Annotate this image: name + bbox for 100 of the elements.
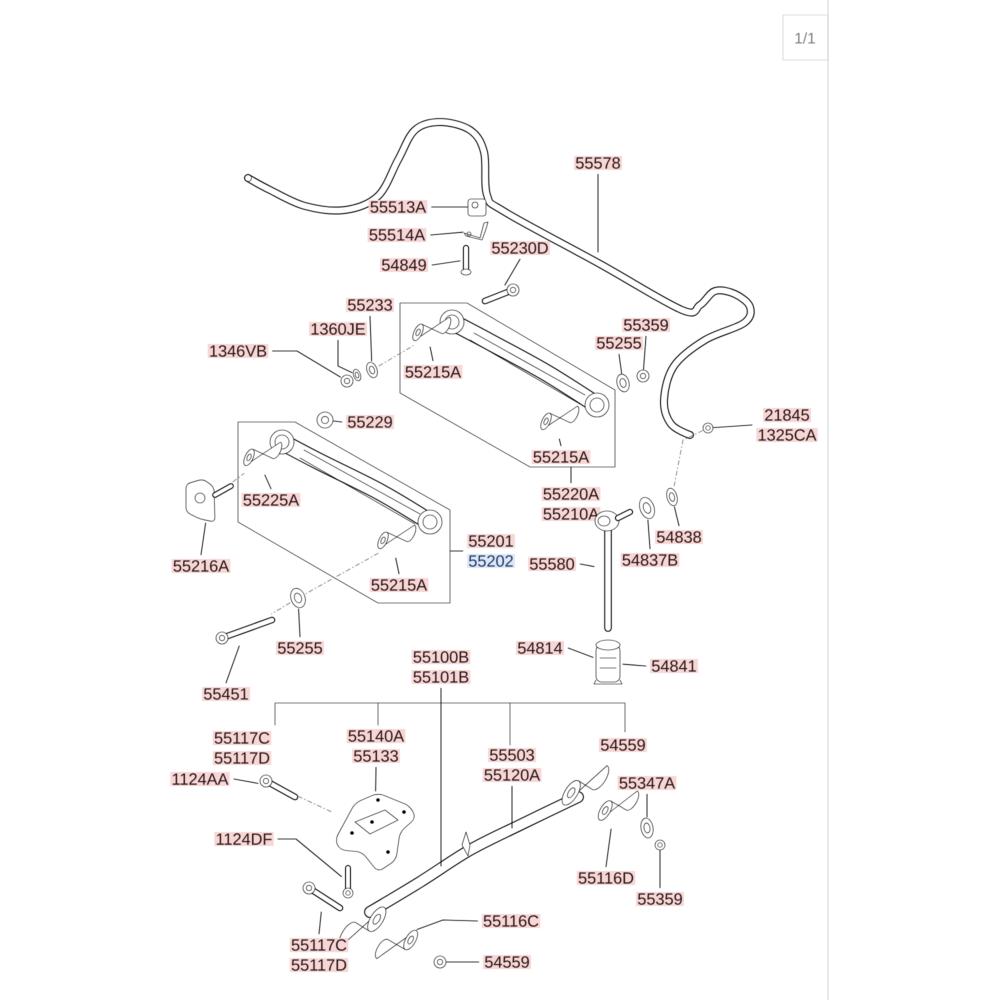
leader-line	[568, 648, 594, 658]
leader-line	[504, 258, 520, 286]
part-number: 55359	[622, 318, 670, 332]
leader-line	[277, 838, 342, 878]
part-number: 54837B	[620, 552, 680, 568]
leader-line	[298, 608, 300, 638]
nut-drawing	[636, 370, 650, 382]
part-number: 55503 55120A	[482, 748, 542, 782]
leader-line	[200, 522, 206, 556]
leader-line	[580, 564, 594, 567]
nut-drawing	[702, 422, 714, 434]
part-number: 55215A	[370, 578, 428, 592]
bushing-drawing	[243, 442, 282, 466]
part-number: 55117C 55117D	[212, 731, 272, 766]
center-line	[271, 602, 290, 614]
leader-line	[606, 828, 612, 868]
bushing-drawing	[540, 406, 580, 430]
nut-drawing	[654, 840, 666, 850]
center-line	[674, 430, 703, 488]
center-line	[298, 796, 334, 813]
center-line	[306, 552, 378, 594]
leader-line	[643, 336, 646, 370]
nut-drawing	[340, 374, 354, 388]
leader-line	[432, 260, 460, 266]
part-number: 55255	[276, 640, 324, 656]
leader-line	[264, 474, 272, 490]
part-number: 55215A	[532, 450, 590, 464]
part-number: 55216A	[172, 558, 230, 574]
part-number: 55578	[574, 156, 622, 170]
bushing-drawing	[594, 640, 622, 684]
leader-line	[431, 206, 468, 208]
leader-line	[440, 688, 442, 866]
part-number: 55229	[346, 414, 394, 430]
part-number: 55347A	[618, 776, 676, 790]
part-number: 54849	[380, 258, 428, 272]
nut-drawing	[316, 412, 334, 428]
part-number: 1124AA	[170, 772, 230, 786]
boot-drawing	[639, 497, 655, 519]
leader-line	[395, 558, 400, 574]
part-number: 1124DF	[214, 832, 274, 846]
leader-line	[622, 664, 646, 666]
leader-line	[558, 438, 562, 446]
leader-line	[674, 506, 680, 526]
bushing-drawing	[468, 198, 486, 216]
leader-line	[375, 766, 376, 792]
bolt-drawing	[342, 865, 354, 898]
part-number: 55255	[595, 336, 643, 350]
washer-drawing	[366, 362, 378, 378]
part-number: 54559	[483, 954, 531, 970]
center-line	[378, 345, 414, 366]
bolt-drawing	[216, 616, 276, 644]
part-number: 55514A	[368, 228, 426, 242]
bolt-drawing	[260, 774, 298, 800]
washer-drawing	[352, 368, 362, 382]
part-number: 54841	[650, 658, 698, 674]
part-number: 55513A	[368, 200, 428, 214]
part-number: 55201 55202	[467, 534, 515, 568]
clamp-drawing	[464, 222, 488, 240]
part-number: 55233	[346, 298, 394, 312]
part-number: 1346VB	[208, 344, 268, 358]
bushing-drawing	[377, 524, 416, 549]
part-number: 55580	[528, 556, 576, 572]
leader-line	[272, 350, 341, 378]
leader-line	[226, 646, 240, 684]
center-line	[232, 472, 244, 482]
leader-line	[647, 520, 650, 550]
leader-line	[646, 794, 648, 818]
leader-line	[338, 340, 352, 374]
leader-line	[233, 778, 258, 784]
bracket-plate-drawing	[336, 794, 414, 870]
leader-line	[416, 920, 478, 930]
washer-drawing	[640, 818, 654, 838]
leader-line	[618, 354, 622, 374]
part-number: 55100B 55101B	[412, 650, 470, 684]
leader-line	[318, 912, 322, 934]
leader-line	[450, 550, 464, 552]
part-number: 55116C	[482, 914, 540, 928]
ring-drawing	[666, 488, 678, 506]
part-number: 55215A	[404, 364, 462, 380]
bushing-drawing	[375, 930, 418, 959]
part-number: 55117C 55117D	[290, 938, 348, 972]
part-number: 55230D	[490, 240, 550, 256]
part-number: 55451	[202, 687, 250, 701]
leader-line	[333, 420, 342, 422]
bolt-drawing	[302, 882, 344, 912]
part-number: 55116D	[576, 870, 636, 886]
leader-line	[430, 346, 434, 362]
leader-line	[370, 316, 372, 362]
washer-drawing	[616, 374, 630, 392]
part-number: 1360JE	[309, 322, 367, 336]
part-number: 21845 1325CA	[756, 408, 818, 442]
bolt-drawing	[482, 284, 520, 304]
page-indicator: 1/1	[782, 14, 828, 60]
nut-drawing	[434, 956, 446, 968]
part-number: 55225A	[242, 492, 300, 508]
bushing-drawing	[598, 790, 640, 821]
bushing-drawing	[412, 316, 452, 341]
washer-drawing	[290, 588, 306, 608]
bolt-drawing	[460, 244, 472, 276]
mounting-plate-drawing	[186, 480, 234, 522]
